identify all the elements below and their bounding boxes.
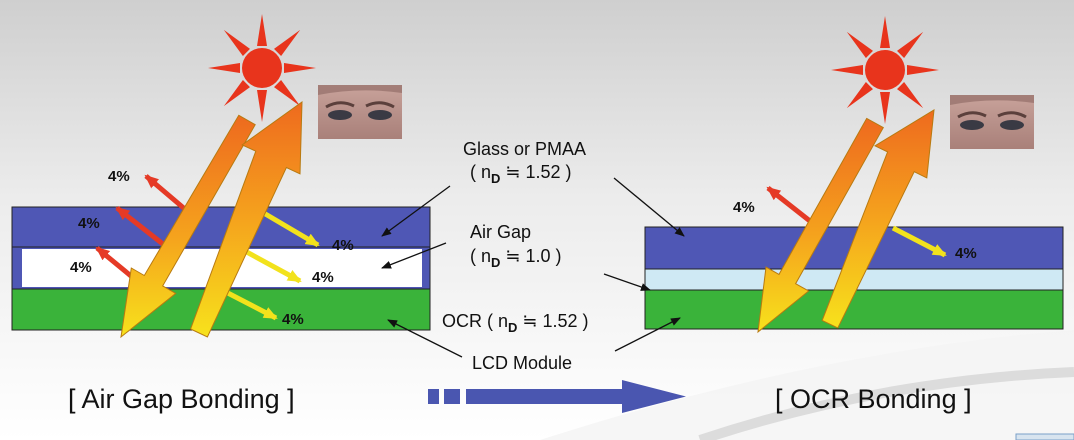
ocr-bonding-caption: [ OCR Bonding ]	[775, 384, 972, 414]
outgoing-light-beam	[821, 109, 935, 329]
incoming-light-beam	[757, 117, 884, 334]
eyes-photo	[950, 95, 1034, 149]
air-gap-index-label: ( nD ≒ 1.0 )	[470, 246, 562, 270]
reflection-arrow	[144, 174, 188, 212]
transmission-label: 4%	[282, 311, 304, 328]
sun-icon	[208, 14, 316, 122]
air-gap-label: Air Gap	[470, 222, 531, 242]
transmission-arrow	[260, 209, 320, 248]
leader-lines	[381, 177, 685, 358]
background-swoosh	[540, 330, 1074, 440]
reflection-arrow	[115, 206, 170, 250]
transmission-arrow	[241, 247, 302, 284]
right-lcd-layer	[644, 289, 1064, 330]
reflection-label: 4%	[733, 199, 755, 216]
ocr-label: OCR ( nD ≒ 1.52 )	[442, 311, 589, 335]
transmission-label: 4%	[955, 245, 977, 262]
left-transmission-arrows	[220, 209, 320, 321]
lcd-module-label: LCD Module	[472, 353, 572, 373]
flow-arrow	[428, 380, 686, 413]
background-swoosh-line	[698, 367, 1074, 440]
reflection-label: 4%	[70, 259, 92, 276]
reflection-label: 4%	[108, 168, 130, 185]
corner-tab	[1015, 433, 1074, 440]
transmission-arrow	[220, 287, 278, 321]
incoming-light-beam	[120, 114, 256, 339]
transmission-label: 4%	[332, 237, 354, 254]
glass-label: Glass or PMAA	[463, 139, 586, 159]
eyes-photo	[318, 85, 402, 139]
air-gap-bonding-caption: [ Air Gap Bonding ]	[68, 384, 295, 414]
left-glass-layer	[11, 206, 431, 248]
sun-icon	[831, 16, 939, 124]
reflection-arrow	[766, 186, 817, 227]
reflection-label: 4%	[78, 215, 100, 232]
outgoing-light-beam	[189, 101, 303, 338]
transmission-arrow	[891, 225, 947, 258]
transmission-label: 4%	[312, 269, 334, 286]
glass-index-label: ( nD ≒ 1.52 )	[470, 162, 572, 186]
